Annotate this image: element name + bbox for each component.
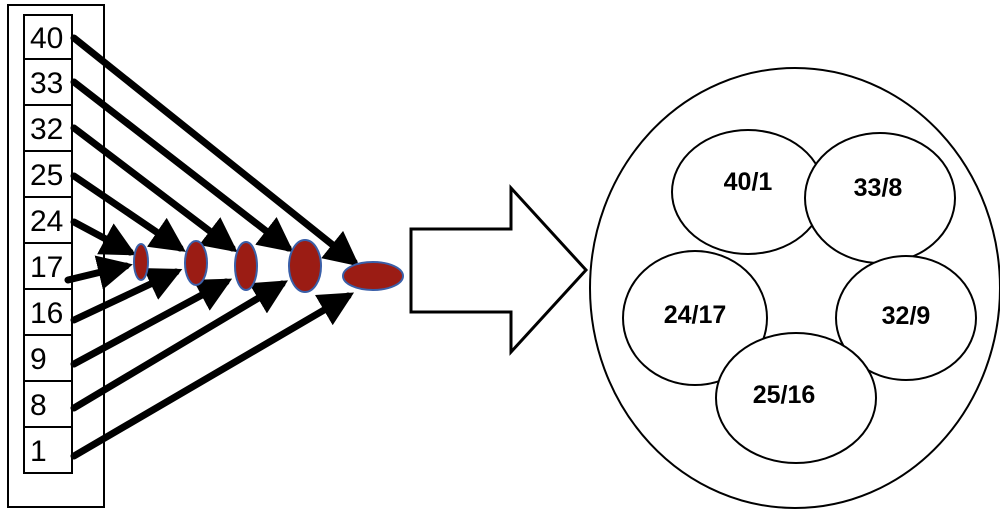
list-cell: 24 (23, 196, 73, 244)
pair-label: 25/16 (753, 381, 816, 409)
arrow-1-to-node-5 (70, 292, 355, 460)
pair-bubble: 24/17 (622, 250, 768, 386)
list-cell-label: 40 (30, 22, 63, 55)
list-cell: 32 (23, 104, 73, 152)
pair-node (133, 243, 149, 281)
pair-label: 33/8 (854, 174, 903, 202)
arrow-24-to-node-1 (70, 218, 137, 256)
pair-node (288, 239, 322, 293)
list-cell: 1 (23, 426, 73, 474)
list-cell-label: 9 (30, 343, 47, 376)
arrow-40-to-node-5 (70, 34, 360, 267)
list-cell: 9 (23, 334, 73, 382)
arrow-33-to-node-4 (70, 78, 294, 253)
pair-node (184, 240, 208, 286)
pair-label: 40/1 (724, 168, 773, 196)
list-cell-label: 33 (30, 67, 63, 100)
list-cell-label: 17 (30, 251, 63, 284)
transform-arrow (409, 184, 589, 356)
pair-bubble: 25/16 (715, 332, 877, 464)
arrow-9-to-node-3 (70, 278, 233, 368)
list-cell: 33 (23, 58, 73, 106)
arrow-17-to-node-1 (64, 255, 133, 290)
sorted-list: 40 33 32 25 24 17 16 9 (7, 4, 105, 508)
pairing-arrows (64, 34, 360, 460)
pair-node (234, 241, 258, 291)
pair-label: 32/9 (882, 302, 931, 330)
pair-bubble: 40/1 (671, 129, 825, 255)
pair-label: 24/17 (664, 301, 727, 329)
arrow-8-to-node-4 (70, 280, 289, 412)
pair-bubble: 32/9 (835, 255, 977, 381)
list-cell: 8 (23, 380, 73, 428)
list-cell: 16 (23, 288, 73, 336)
list-cell-label: 32 (30, 113, 63, 146)
list-cell-label: 25 (30, 159, 63, 192)
result-set: 40/1 24/17 33/8 32/9 25/16 (589, 67, 1000, 509)
list-cell: 17 (23, 242, 73, 290)
list-cell-label: 8 (30, 389, 47, 422)
list-cell-label: 16 (30, 297, 63, 330)
pair-bubble: 33/8 (804, 132, 956, 264)
arrow-25-to-node-2 (70, 172, 186, 252)
list-cell: 25 (23, 150, 73, 198)
pairing-nodes (133, 239, 404, 293)
arrow-32-to-node-3 (70, 124, 238, 253)
list-cell-label: 1 (30, 435, 47, 468)
list-cell-label: 24 (30, 205, 63, 238)
arrow-16-to-node-2 (70, 268, 183, 324)
list-cell: 40 (23, 14, 73, 60)
pair-node (342, 261, 404, 291)
